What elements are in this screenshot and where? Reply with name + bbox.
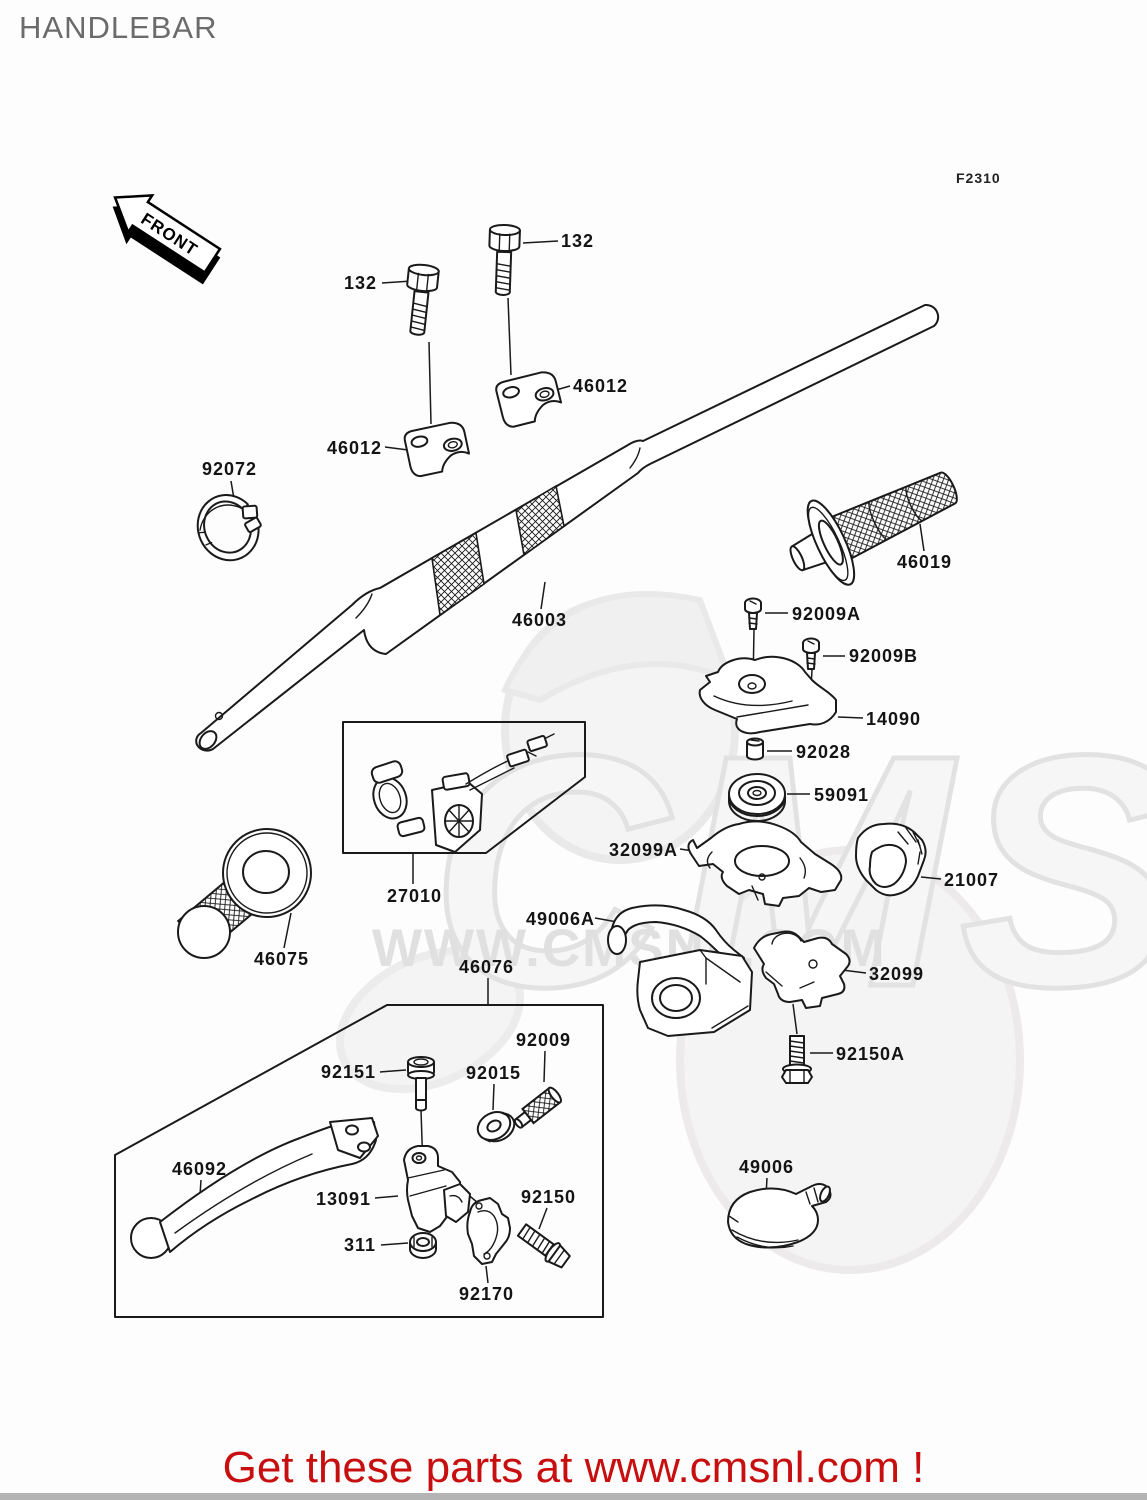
part-label-132-left: 132	[344, 273, 378, 293]
lever-box-46076-drawing	[114, 1004, 604, 1318]
footer-banner[interactable]: Get these parts at www.cmsnl.com !	[222, 1443, 925, 1492]
part-label-27010: 27010	[387, 886, 443, 906]
part-label-92150: 92150	[521, 1187, 577, 1207]
part-label-92009B: 92009B	[849, 646, 919, 666]
part-label-92015: 92015	[466, 1063, 522, 1083]
screw-92009-drawing	[513, 1086, 562, 1129]
part-label-92028: 92028	[796, 742, 852, 762]
part-label-46012-right: 46012	[573, 376, 629, 396]
handlebar-46003-drawing	[195, 303, 940, 752]
bolt-92151-drawing	[407, 1056, 435, 1112]
part-label-32099: 32099	[869, 964, 925, 984]
grip-46019-drawing	[789, 471, 958, 586]
bolt-92150A-drawing	[781, 1035, 813, 1084]
perch-49006A-drawing	[607, 904, 753, 1037]
holder-13091-drawing	[403, 1145, 471, 1233]
bottom-edge-bar	[0, 1493, 1147, 1500]
part-label-92072: 92072	[202, 459, 258, 479]
clamp-ring-92072-drawing	[196, 494, 262, 562]
bolt-132-right-drawing	[488, 223, 521, 296]
part-label-92009: 92009	[516, 1030, 572, 1050]
part-label-14090: 14090	[866, 709, 922, 729]
grip-46075-drawing	[176, 828, 312, 959]
figure-code: F2310	[956, 170, 1001, 186]
part-label-32099A: 32099A	[609, 840, 679, 860]
housing-32099A-drawing	[687, 820, 843, 907]
part-label-13091: 13091	[316, 1189, 372, 1209]
part-label-132-right: 132	[561, 231, 595, 251]
part-label-92150A: 92150A	[836, 1044, 906, 1064]
washer-92015-drawing	[476, 1111, 516, 1143]
clamp-92170-drawing	[466, 1197, 511, 1265]
part-label-46019: 46019	[897, 552, 953, 572]
bolt-132-left-drawing	[406, 263, 440, 336]
page-title: HANDLEBAR	[19, 10, 218, 45]
part-label-46076: 46076	[459, 957, 515, 977]
part-label-92151: 92151	[321, 1062, 377, 1082]
lever-46092-drawing	[130, 1117, 379, 1259]
part-label-46075: 46075	[254, 949, 310, 969]
nut-311-drawing	[409, 1232, 437, 1259]
pad-92028-drawing	[746, 737, 764, 761]
throttle-drum-21007-drawing	[855, 822, 927, 897]
front-arrow: FRONT	[112, 194, 222, 285]
part-label-311: 311	[344, 1235, 377, 1255]
part-label-92009A: 92009A	[792, 604, 862, 624]
clamp-46012-left-drawing	[403, 421, 471, 478]
part-label-46003: 46003	[512, 610, 568, 630]
part-label-49006A: 49006A	[526, 909, 596, 929]
housing-32099-drawing	[753, 930, 851, 1009]
part-label-92170: 92170	[459, 1284, 515, 1304]
ring-59091-drawing	[728, 773, 786, 822]
screw-92009A-drawing	[744, 597, 762, 630]
part-label-21007: 21007	[944, 870, 1000, 890]
part-label-49006: 49006	[739, 1157, 795, 1177]
cover-14090-drawing	[698, 655, 837, 735]
part-label-46012-left: 46012	[327, 438, 383, 458]
boot-49006-drawing	[727, 1183, 832, 1249]
screw-92009B-drawing	[802, 637, 820, 670]
bolt-92150-drawing	[516, 1223, 571, 1269]
part-label-46092: 46092	[172, 1159, 228, 1179]
clamp-46012-right-drawing	[495, 371, 563, 428]
part-label-59091: 59091	[814, 785, 870, 805]
switch-box-27010-drawing	[342, 721, 586, 854]
